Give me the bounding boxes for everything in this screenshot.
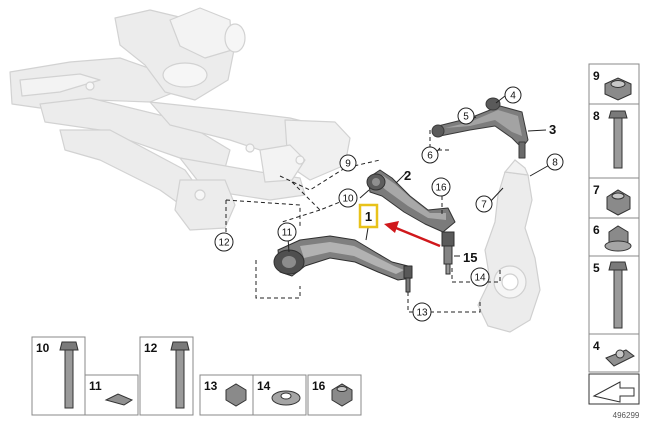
panel-cell-13: 13 bbox=[199, 374, 254, 416]
callout-9: 9 bbox=[339, 154, 357, 172]
callout-4: 4 bbox=[504, 86, 522, 104]
svg-text:14: 14 bbox=[257, 379, 271, 393]
callout-11: 11 bbox=[277, 222, 297, 242]
panel-cell-7: 7 bbox=[593, 183, 631, 216]
callout-16: 16 bbox=[431, 177, 451, 197]
svg-text:7: 7 bbox=[593, 183, 600, 197]
ball-joint bbox=[441, 231, 455, 275]
svg-text:9: 9 bbox=[593, 69, 600, 83]
svg-text:8: 8 bbox=[593, 109, 600, 123]
panel-cell-14: 14 bbox=[252, 374, 307, 416]
svg-text:12: 12 bbox=[144, 341, 158, 355]
panel-cell-12: 12 bbox=[139, 336, 194, 416]
callout-14-label: 14 bbox=[474, 273, 486, 284]
callout-16-label: 16 bbox=[435, 183, 447, 194]
knuckle-illustration bbox=[477, 159, 541, 333]
callout-9-label: 9 bbox=[345, 159, 351, 170]
callout-5-label: 5 bbox=[463, 112, 469, 123]
panel-cell-9: 9 bbox=[593, 69, 632, 101]
label-15: 15 bbox=[463, 250, 477, 265]
tension-strut bbox=[366, 169, 456, 233]
dashed-leader-lines bbox=[223, 130, 501, 313]
svg-text:4: 4 bbox=[593, 339, 600, 353]
callout-8: 8 bbox=[546, 153, 564, 171]
callout-11-label: 11 bbox=[282, 228, 293, 239]
svg-text:11: 11 bbox=[89, 379, 102, 393]
panel-cell-16: 16 bbox=[307, 374, 362, 416]
callout-6-label: 6 bbox=[427, 151, 433, 162]
callout-12: 12 bbox=[214, 232, 234, 252]
panel-cell-5: 5 bbox=[593, 261, 628, 329]
svg-text:16: 16 bbox=[312, 379, 326, 393]
svg-text:10: 10 bbox=[36, 341, 50, 355]
direction-tag bbox=[588, 373, 640, 405]
svg-text:1: 1 bbox=[365, 209, 372, 224]
panel-cell-8: 8 bbox=[593, 109, 628, 169]
callout-5: 5 bbox=[457, 107, 475, 125]
callout-4-label: 4 bbox=[510, 91, 516, 102]
callout-7: 7 bbox=[475, 195, 493, 213]
svg-text:13: 13 bbox=[204, 379, 218, 393]
callout-10: 10 bbox=[338, 188, 358, 208]
callout-6: 6 bbox=[421, 146, 439, 164]
panel-cell-10: 10 bbox=[31, 336, 86, 416]
callout-13: 13 bbox=[412, 302, 432, 322]
svg-text:5: 5 bbox=[593, 261, 600, 275]
panel-cell-11: 11 bbox=[84, 374, 139, 416]
callout-14: 14 bbox=[470, 267, 490, 287]
callout-13-label: 13 bbox=[416, 308, 428, 319]
callout-12-label: 12 bbox=[218, 238, 230, 249]
label-2: 2 bbox=[404, 168, 411, 183]
callout-7-label: 7 bbox=[481, 200, 487, 211]
diagram-id: 496299 bbox=[613, 411, 640, 420]
label-3: 3 bbox=[549, 122, 556, 137]
lower-wishbone bbox=[273, 235, 413, 293]
highlight-label-1: 1 bbox=[358, 203, 379, 229]
callout-10-label: 10 bbox=[342, 194, 354, 205]
bottom-parts-panel: 10 11 12 13 14 bbox=[31, 336, 362, 416]
panel-cell-4: 4 bbox=[593, 339, 635, 367]
right-parts-panel: 9 8 7 6 5 4 bbox=[588, 63, 640, 373]
subframe-illustration bbox=[9, 7, 351, 231]
red-arrow bbox=[384, 221, 441, 248]
svg-text:6: 6 bbox=[593, 223, 600, 237]
panel-cell-6: 6 bbox=[593, 223, 632, 252]
upper-wishbone bbox=[431, 97, 529, 159]
callout-8-label: 8 bbox=[552, 158, 558, 169]
